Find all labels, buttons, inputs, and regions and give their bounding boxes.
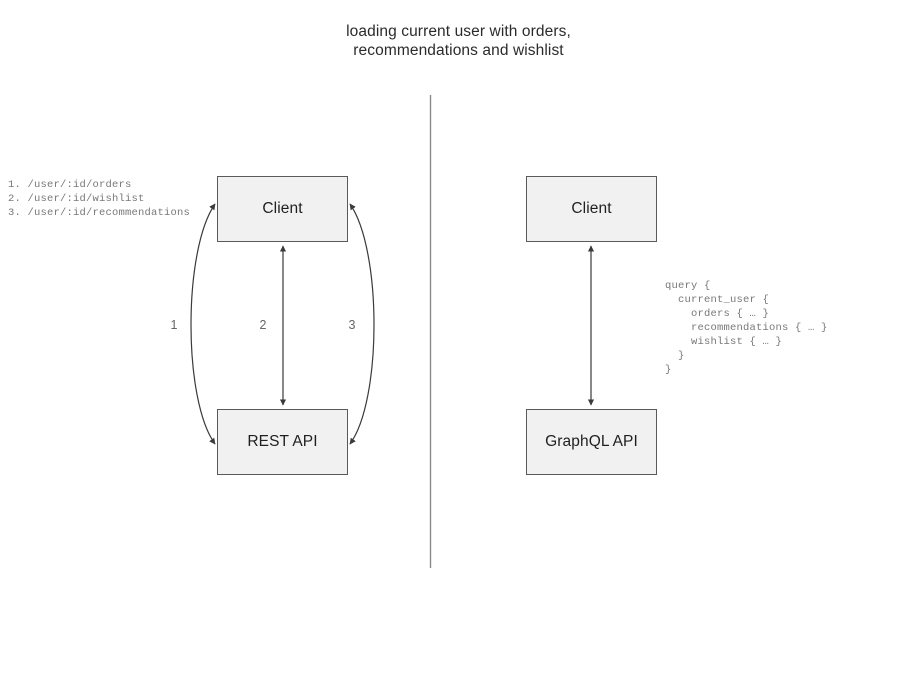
node-client-graphql[interactable]: Client (526, 176, 657, 242)
diagram-title: loading current user with orders, recomm… (346, 23, 571, 59)
node-graphql-api-label: GraphQL API (545, 433, 638, 450)
node-rest-api[interactable]: REST API (217, 409, 348, 475)
rest-edge-label-3: 3 (348, 318, 356, 332)
rest-endpoint-list: 1. /user/:id/orders 2. /user/:id/wishlis… (8, 179, 191, 219)
node-graphql-api[interactable]: GraphQL API (526, 409, 657, 475)
node-client-rest[interactable]: Client (217, 176, 348, 242)
rest-edge-3-curve (349, 203, 375, 445)
rest-edge-label-2: 2 (259, 318, 267, 332)
rest-edge-1-curve (190, 203, 216, 445)
node-client-graphql-label: Client (571, 200, 612, 217)
node-client-rest-label: Client (262, 200, 303, 217)
graphql-query-block: query { current_user { orders { … } reco… (665, 280, 828, 376)
node-rest-api-label: REST API (247, 433, 318, 450)
rest-edge-label-1: 1 (170, 318, 178, 332)
